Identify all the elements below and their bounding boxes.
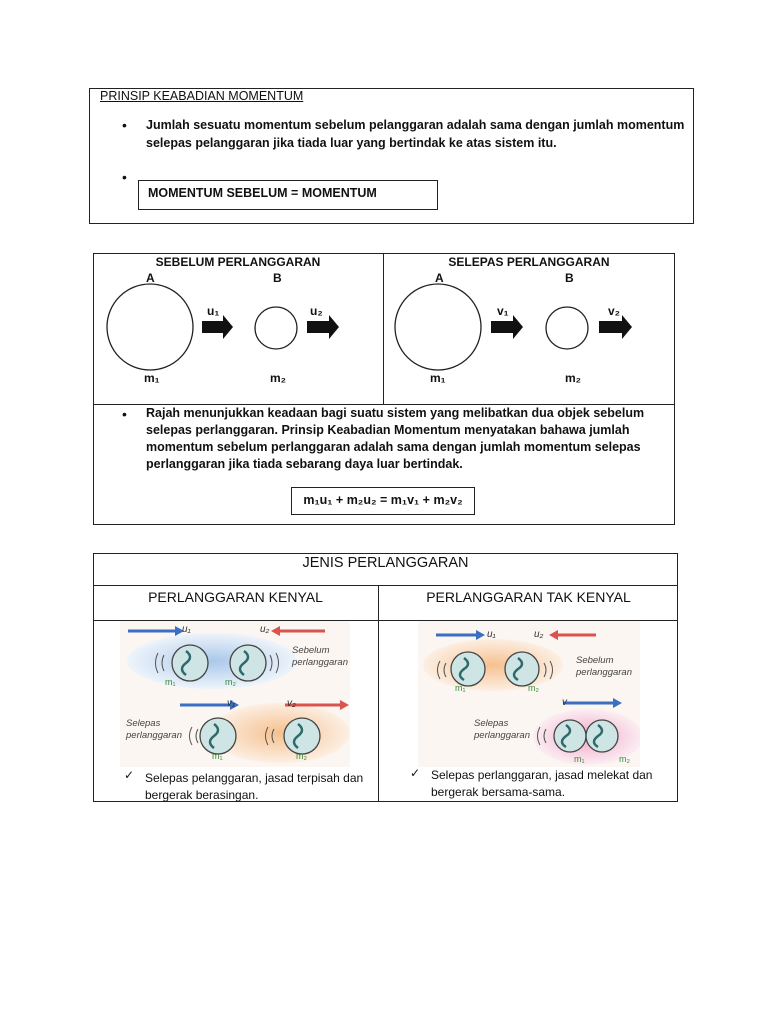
label-v2: v₂ bbox=[287, 698, 296, 709]
label-m2: m₂ bbox=[296, 751, 307, 761]
inelastic-collision-note: Selepas perlanggaran, jasad melekat dan … bbox=[431, 767, 671, 801]
object-a-before bbox=[107, 284, 193, 370]
label-u1: u₁ bbox=[487, 629, 496, 640]
divider bbox=[93, 585, 678, 586]
label-a: A bbox=[435, 271, 444, 285]
label-m1: m₁ bbox=[165, 677, 176, 687]
bullet-icon: • bbox=[122, 117, 127, 133]
label-m1: m₁ bbox=[430, 371, 446, 385]
check-icon: ✓ bbox=[124, 768, 134, 782]
label-m2: m₂ bbox=[565, 371, 581, 385]
label-v2: v₂ bbox=[608, 304, 620, 318]
label-m1: m₁ bbox=[144, 371, 160, 385]
after-collision-label: Selepas perlanggaran bbox=[474, 718, 534, 742]
momentum-formula-box: MOMENTUM SEBELUM = MOMENTUM bbox=[138, 180, 438, 210]
object-a-after bbox=[395, 284, 481, 370]
divider bbox=[378, 585, 379, 802]
before-collision-label: Sebelum perlanggaran bbox=[292, 645, 347, 669]
label-u2: u₂ bbox=[260, 624, 269, 635]
after-collision-label: Selepas perlanggaran bbox=[126, 718, 186, 742]
label-v1: v₁ bbox=[227, 698, 235, 709]
ball-m2-after bbox=[586, 720, 618, 752]
label-m1: m₁ bbox=[212, 751, 223, 761]
ball-m1 bbox=[172, 645, 208, 681]
label-u1: u₁ bbox=[207, 304, 219, 318]
ball-m1-after bbox=[554, 720, 586, 752]
elastic-collision-illustration bbox=[120, 621, 350, 767]
arrow-u2-icon bbox=[307, 315, 339, 339]
ball-m2 bbox=[230, 645, 266, 681]
ball-m1 bbox=[451, 652, 485, 686]
elastic-collision-heading: PERLANGGARAN KENYAL bbox=[93, 589, 378, 605]
bullet-icon: • bbox=[122, 406, 127, 422]
collision-types-title: JENIS PERLANGGARAN bbox=[93, 555, 678, 571]
conservation-equation-box: m₁u₁ + m₂u₂ = m₁v₁ + m₂v₂ bbox=[291, 487, 475, 515]
principle-statement: Jumlah sesuatu momentum sebelum pelangga… bbox=[146, 116, 691, 152]
ball-m1-after bbox=[200, 718, 236, 754]
label-m1: m₁ bbox=[455, 683, 466, 693]
label-u2: u₂ bbox=[534, 629, 543, 640]
principle-title: PRINSIP KEABADIAN MOMENTUM bbox=[100, 89, 303, 103]
object-b-before bbox=[255, 307, 297, 349]
label-a: A bbox=[146, 271, 155, 285]
before-collision-label: Sebelum perlanggaran bbox=[576, 655, 634, 679]
label-u1: u₁ bbox=[182, 624, 191, 635]
inelastic-collision-heading: PERLANGGARAN TAK KENYAL bbox=[379, 589, 678, 605]
label-v: v bbox=[562, 697, 567, 708]
label-m2: m₂ bbox=[225, 677, 236, 687]
arrow-v2-icon bbox=[599, 315, 632, 339]
check-icon: ✓ bbox=[410, 766, 420, 780]
elastic-collision-note: Selepas pelanggaran, jasad terpisah dan … bbox=[145, 770, 370, 804]
label-u2: u₂ bbox=[310, 304, 323, 318]
label-b: B bbox=[273, 271, 282, 285]
arrow-u1-icon bbox=[202, 315, 233, 339]
label-m1: m₁ bbox=[574, 754, 585, 764]
ball-m2 bbox=[505, 652, 539, 686]
collision-diagram bbox=[93, 265, 675, 405]
diagram-explanation: Rajah menunjukkan keadaan bagi suatu sis… bbox=[146, 405, 651, 473]
inelastic-collision-illustration bbox=[418, 621, 640, 767]
bullet-icon: • bbox=[122, 169, 127, 185]
label-m2: m₂ bbox=[619, 754, 630, 764]
label-m2: m₂ bbox=[528, 683, 539, 693]
object-b-after bbox=[546, 307, 588, 349]
orange-glow bbox=[423, 639, 563, 691]
label-b: B bbox=[565, 271, 574, 285]
ball-m2-after bbox=[284, 718, 320, 754]
label-m2: m₂ bbox=[270, 371, 286, 385]
arrow-v1-icon bbox=[491, 315, 523, 339]
label-v1: v₁ bbox=[497, 304, 509, 318]
